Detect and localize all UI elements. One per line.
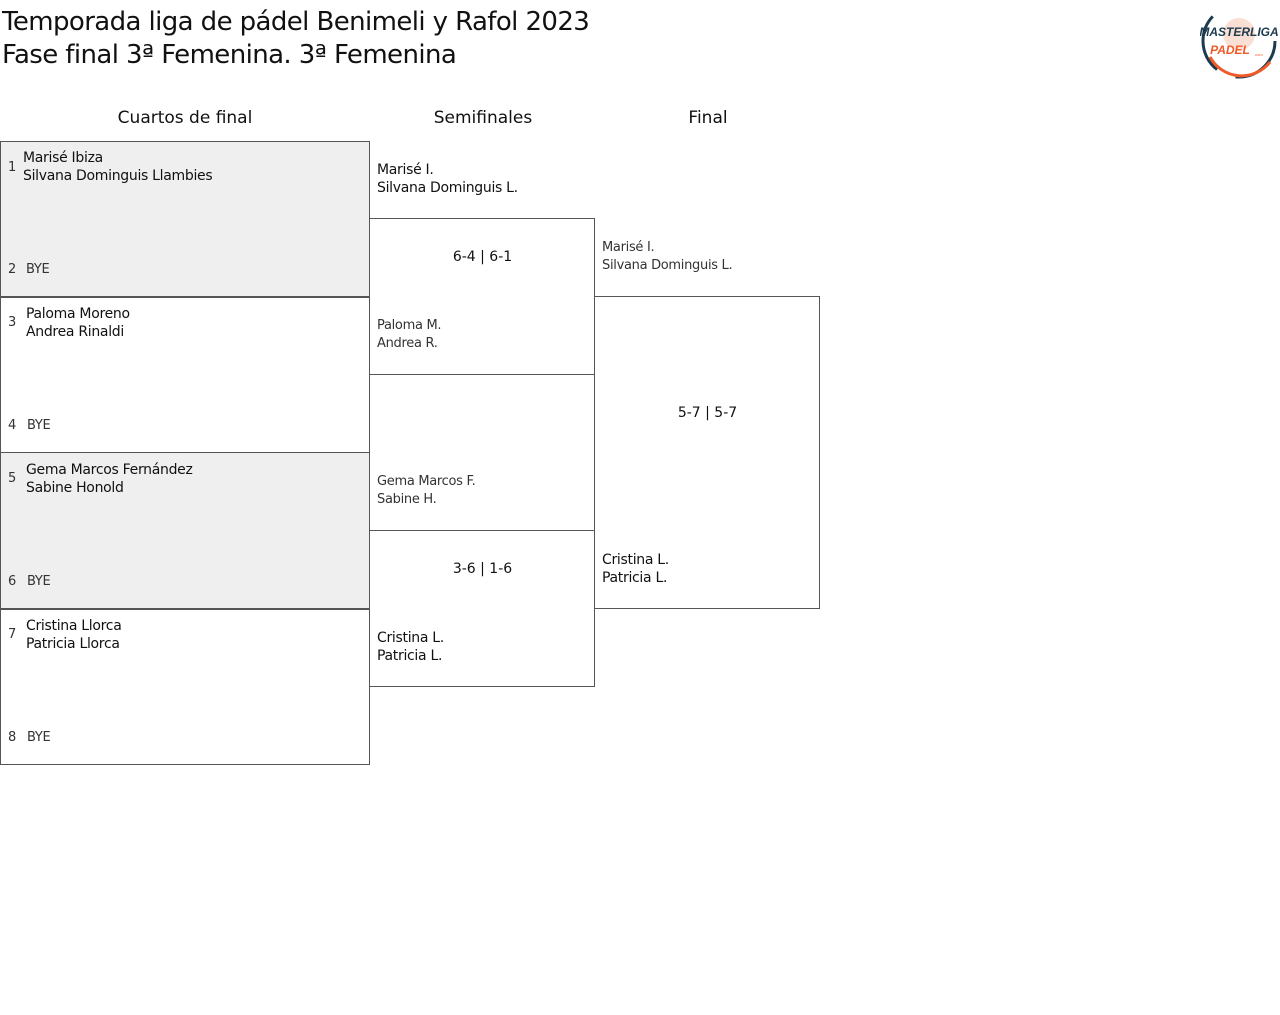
bye-label: BYE [27,574,51,589]
player-name: Gema Marcos Fernández [26,462,193,478]
winner-name: Patricia L. [377,648,443,664]
player-name: Andrea Rinaldi [26,324,124,340]
svg-text:PADEL: PADEL [1210,43,1250,57]
bye-label: BYE [26,262,50,277]
player-name: Paloma M. [377,318,442,333]
seed: 4 [8,418,16,433]
winner-name: Cristina L. [377,630,444,646]
final-box [594,296,820,609]
match-score: 3-6 | 1-6 [452,561,513,577]
player-name: Silvana Dominguis Llambies [23,168,213,184]
title-line-1: Temporada liga de pádel Benimeli y Rafol… [2,7,590,37]
winner-name: Marisé I. [377,162,434,178]
svg-text:.com: .com [1254,52,1263,57]
player-name: Paloma Moreno [26,306,130,322]
player-name: Silvana Dominguis L. [602,258,733,273]
player-name: Sabine Honold [26,480,124,496]
winner-name: Silvana Dominguis L. [377,180,518,196]
seed: 2 [8,262,16,277]
winner-name: Patricia L. [602,570,668,586]
seed: 3 [8,315,16,330]
page-title: Temporada liga de pádel Benimeli y Rafol… [2,6,590,72]
player-name: Gema Marcos F. [377,474,476,489]
player-name: Andrea R. [377,336,438,351]
player-name: Cristina Llorca [26,618,122,634]
quarterfinal-match-1: 1 Marisé Ibiza Silvana Dominguis Llambie… [0,141,370,298]
winner-name: Cristina L. [602,552,669,568]
bye-label: BYE [27,418,51,433]
quarterfinal-match-3: 5 Gema Marcos Fernández Sabine Honold 6 … [0,452,370,610]
seed: 1 [8,160,16,175]
round-header-quarterfinals: Cuartos de final [117,108,253,128]
svg-text:MASTERLIGA: MASTERLIGA [1200,25,1278,39]
seed: 6 [8,574,16,589]
player-name: Sabine H. [377,492,437,507]
bye-label: BYE [27,730,51,745]
seed: 5 [8,471,16,486]
player-name: Patricia Llorca [26,636,120,652]
player-name: Marisé I. [602,240,655,255]
masterliga-logo: MASTERLIGA PADEL .com [1200,3,1278,79]
round-header-semifinals: Semifinales [433,108,533,128]
seed: 7 [8,627,16,642]
player-name: Marisé Ibiza [23,150,103,166]
match-score: 6-4 | 6-1 [452,249,513,265]
seed: 8 [8,730,16,745]
match-score: 5-7 | 5-7 [677,405,738,421]
title-line-2: Fase final 3ª Femenina. 3ª Femenina [2,40,457,70]
quarterfinal-match-2: 3 Paloma Moreno Andrea Rinaldi 4 BYE [0,296,370,454]
round-header-final: Final [688,108,728,128]
quarterfinal-match-4: 7 Cristina Llorca Patricia Llorca 8 BYE [0,608,370,765]
